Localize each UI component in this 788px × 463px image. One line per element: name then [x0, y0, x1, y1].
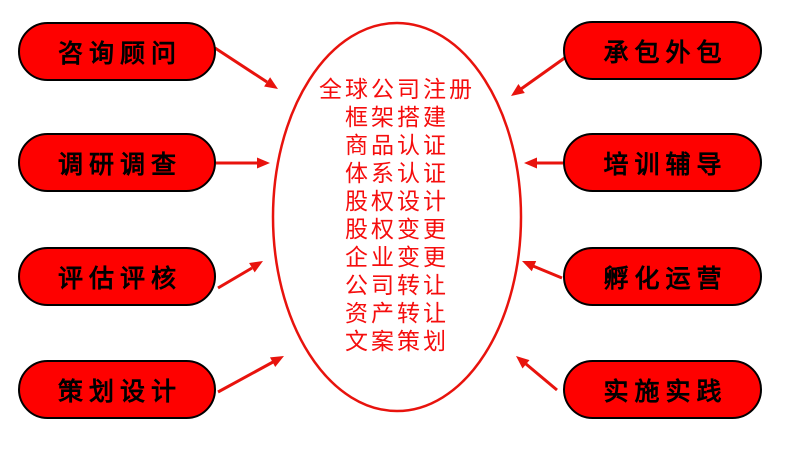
center-ellipse — [271, 21, 523, 413]
center-line: 体系认证 — [345, 161, 449, 187]
node-label: 培训辅导 — [603, 149, 728, 179]
center-line: 股权变更 — [345, 217, 449, 243]
node-consulting: 咨询顾问 — [18, 22, 216, 81]
arrow-left-2 — [216, 157, 270, 169]
arrow-right-3 — [522, 261, 563, 280]
center-line: 全球公司注册 — [319, 77, 475, 103]
center-line: 股权设计 — [345, 189, 449, 215]
arrow-left-3 — [217, 261, 263, 290]
node-planning: 策划设计 — [18, 360, 216, 419]
node-label: 承包外包 — [603, 37, 728, 67]
arrow-right-1 — [511, 55, 567, 96]
arrow-left-4 — [217, 356, 284, 394]
node-implementation: 实施实践 — [563, 360, 762, 419]
node-training: 培训辅导 — [563, 133, 762, 192]
node-label: 孵化运营 — [603, 263, 728, 293]
arrow-left-1 — [214, 46, 278, 89]
center-line: 资产转让 — [345, 301, 449, 327]
center-line: 公司转让 — [345, 273, 449, 299]
node-label: 咨询顾问 — [57, 38, 182, 68]
node-label: 实施实践 — [603, 376, 728, 406]
node-label: 评估评核 — [57, 263, 182, 293]
center-service-list: 全球公司注册 框架搭建 商品认证 体系认证 股权设计 股权变更 企业变更 公司转… — [273, 76, 521, 356]
arrow-right-4 — [516, 356, 558, 392]
center-line: 企业变更 — [345, 245, 449, 271]
center-line: 文案策划 — [345, 329, 449, 355]
node-label: 策划设计 — [57, 376, 182, 406]
arrow-right-2 — [524, 157, 563, 169]
node-label: 调研调查 — [57, 149, 182, 179]
center-line: 框架搭建 — [345, 105, 449, 131]
node-evaluation: 评估评核 — [18, 247, 216, 306]
node-incubation: 孵化运营 — [563, 247, 762, 306]
node-research: 调研调查 — [18, 133, 216, 192]
center-line: 商品认证 — [345, 133, 449, 159]
node-outsourcing: 承包外包 — [563, 21, 762, 80]
